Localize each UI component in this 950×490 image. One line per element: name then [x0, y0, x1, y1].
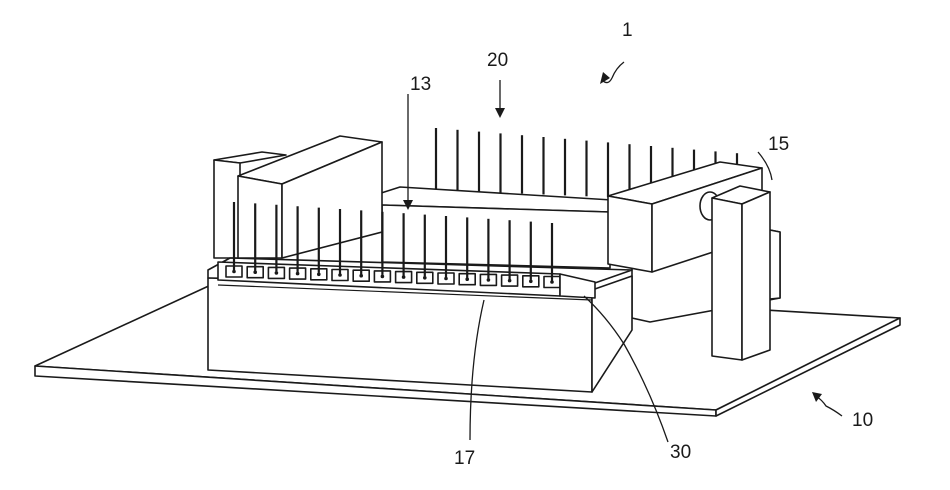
terminal-dot: [338, 273, 342, 277]
label-pins: 20: [487, 50, 508, 71]
label-pillar: 15: [768, 134, 789, 155]
terminal-dot: [508, 279, 512, 283]
terminal-dot: [317, 273, 321, 277]
label-frame: 13: [410, 74, 431, 95]
terminal-dot: [359, 274, 363, 278]
terminal-dot: [550, 280, 554, 284]
terminal-dot: [423, 276, 427, 280]
terminal-dot: [275, 271, 279, 275]
inner-frame: [375, 187, 612, 268]
terminal-dot: [444, 277, 448, 281]
label-device: 1: [622, 20, 633, 41]
terminal-dot: [529, 280, 533, 284]
terminal-dot: [487, 278, 491, 282]
label-base: 10: [852, 410, 873, 431]
terminal-dot: [253, 270, 257, 274]
terminal-dot: [402, 275, 406, 279]
terminal-dot: [232, 270, 236, 274]
terminal-dot: [381, 275, 385, 279]
terminal-dot: [296, 272, 300, 276]
label-strip: 17: [454, 448, 475, 469]
label-edge: 30: [670, 442, 691, 463]
terminal-dot: [465, 277, 469, 281]
